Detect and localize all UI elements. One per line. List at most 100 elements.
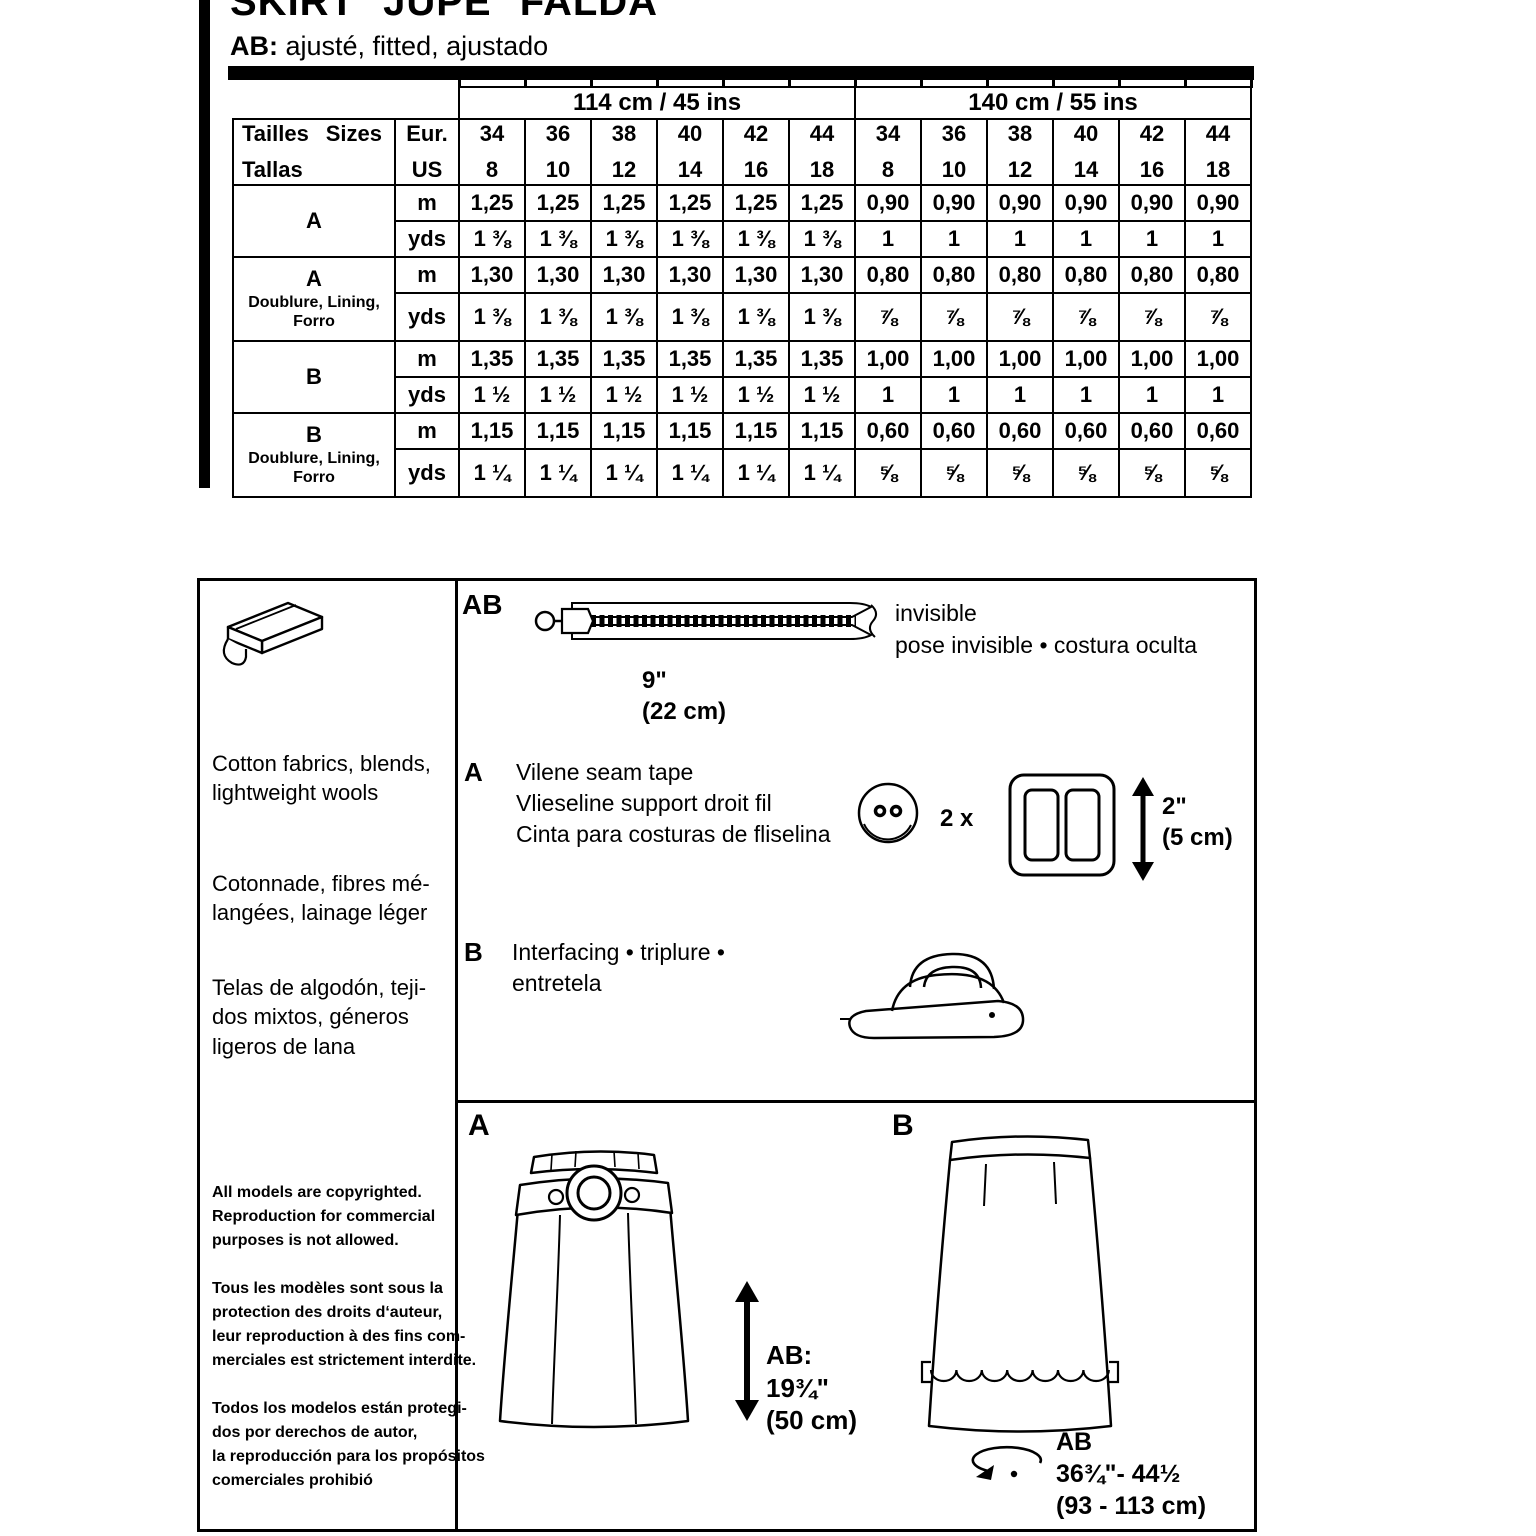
buckle-size-arrow-icon xyxy=(1130,777,1156,881)
yardage-value: 1 ⅜ xyxy=(657,221,723,257)
yardage-value: ⅝ xyxy=(1119,449,1185,497)
us-size: 14 xyxy=(1054,158,1118,182)
size-header-cell: 3610 xyxy=(525,119,591,185)
lining-sublabel: Doublure, Lining, Forro xyxy=(234,450,394,487)
yardage-value: 1 xyxy=(921,221,987,257)
yardage-value: 1 ⅜ xyxy=(723,221,789,257)
us-size: 18 xyxy=(790,158,854,182)
yardage-value: 1 xyxy=(1185,377,1251,413)
size-header-cell: 44 18 xyxy=(789,119,855,185)
tape-view-label: A xyxy=(464,757,483,788)
yardage-value: 1,15 xyxy=(723,413,789,449)
yardage-value: 1,15 xyxy=(591,413,657,449)
yardage-value: 1 xyxy=(1185,221,1251,257)
eur-size: 34 xyxy=(856,122,920,146)
left-black-bar xyxy=(199,0,210,488)
yardage-value: 0,60 xyxy=(1119,413,1185,449)
yardage-value: 1,35 xyxy=(657,341,723,377)
unit-m: m xyxy=(395,413,459,449)
yardage-value: 1 ¼ xyxy=(723,449,789,497)
yardage-value: 1,00 xyxy=(987,341,1053,377)
label-sizes: Sizes xyxy=(326,122,382,146)
eur-size: 40 xyxy=(1054,122,1118,146)
yardage-value: 1,15 xyxy=(525,413,591,449)
buckle-icon xyxy=(1006,771,1118,879)
iron-icon xyxy=(840,943,1032,1048)
yardage-value: 1 xyxy=(1053,221,1119,257)
size-header-cell: 34 8 xyxy=(459,119,525,185)
label-tailles: Tailles xyxy=(242,122,309,146)
yardage-value: 1,30 xyxy=(525,257,591,293)
size-header-cell: 4418 xyxy=(1185,119,1251,185)
unit-m: m xyxy=(395,185,459,221)
yardage-value: ⅞ xyxy=(987,293,1053,341)
eur-size: 44 xyxy=(790,122,854,146)
interfacing-view-label: B xyxy=(464,937,483,968)
eur-size: 42 xyxy=(724,122,788,146)
zipper-type-text: invisible pose invisible • costura ocult… xyxy=(895,597,1197,661)
fabric-note-en: Cotton fabrics, blends, lightweight wool… xyxy=(212,749,454,808)
yardage-value: 1,35 xyxy=(525,341,591,377)
unit-yds: yds xyxy=(395,449,459,497)
yardage-value: ⅞ xyxy=(921,293,987,341)
fabric-width-header: 114 cm / 45 ins xyxy=(459,87,855,119)
yardage-value: 1 ½ xyxy=(789,377,855,413)
eur-size: 40 xyxy=(658,122,722,146)
unit-header: Eur.US xyxy=(395,119,459,185)
seam-tape-text: Vilene seam tape Vlieseline support droi… xyxy=(516,757,831,850)
yardage-value: 1 xyxy=(921,377,987,413)
sizes-label-line1: Tailles Sizes xyxy=(234,122,394,146)
us-size: 16 xyxy=(1120,158,1184,182)
copyright-es: Todos los modelos están protegi- dos por… xyxy=(212,1397,456,1493)
yardage-value: 0,80 xyxy=(921,257,987,293)
yardage-value: 1,25 xyxy=(525,185,591,221)
yardage-value: 1 ⅜ xyxy=(525,293,591,341)
unit-yds: yds xyxy=(395,293,459,341)
us-size: 10 xyxy=(526,158,590,182)
zipper-icon xyxy=(522,593,882,663)
yardage-value: 1 ¼ xyxy=(657,449,723,497)
yardage-value: 0,90 xyxy=(987,185,1053,221)
us-size: 12 xyxy=(592,158,656,182)
unit-m: m xyxy=(395,341,459,377)
eur-size: 34 xyxy=(460,122,524,146)
yardage-value: 1,15 xyxy=(789,413,855,449)
yardage-value: 1 ⅜ xyxy=(789,221,855,257)
page-title: SKIRT JUPE FALDA xyxy=(230,0,658,25)
zipper-view-label: AB xyxy=(462,589,502,621)
table-top-bar xyxy=(228,66,1254,80)
yardage-value: 0,60 xyxy=(1053,413,1119,449)
yardage-value: 0,90 xyxy=(1053,185,1119,221)
view-letter: B xyxy=(234,365,394,389)
interfacing-text: Interfacing • triplure • entretela xyxy=(512,937,725,999)
us-size: 8 xyxy=(460,158,524,182)
yardage-value: 1,30 xyxy=(591,257,657,293)
yardage-value: ⅞ xyxy=(1053,293,1119,341)
yardage-value: 1 ⅜ xyxy=(657,293,723,341)
yardage-value: 1 xyxy=(1119,377,1185,413)
yardage-value: 0,90 xyxy=(1185,185,1251,221)
yardage-value: 1 ⅜ xyxy=(459,293,525,341)
us-size: 16 xyxy=(724,158,788,182)
yardage-value: ⅞ xyxy=(855,293,921,341)
yardage-value: 1 ½ xyxy=(525,377,591,413)
yardage-value: ⅞ xyxy=(1119,293,1185,341)
yardage-value: 1,00 xyxy=(1119,341,1185,377)
yardage-value: 1 ¼ xyxy=(459,449,525,497)
yardage-value: 1,25 xyxy=(789,185,855,221)
yardage-value: 1,35 xyxy=(459,341,525,377)
eur-size: 44 xyxy=(1186,122,1250,146)
us-size: 10 xyxy=(922,158,986,182)
skirt-b-drawing xyxy=(900,1126,1140,1446)
subtitle-views: AB: xyxy=(230,31,278,61)
yardage-value: 1,30 xyxy=(657,257,723,293)
yardage-value: 1,00 xyxy=(1185,341,1251,377)
yardage-value: 0,80 xyxy=(1053,257,1119,293)
us-size: 14 xyxy=(658,158,722,182)
label-tallas: Tallas xyxy=(234,158,394,182)
fabric-bolt-icon xyxy=(210,593,335,689)
yardage-value: 1 xyxy=(987,377,1053,413)
yardage-value: 0,80 xyxy=(987,257,1053,293)
eur-size: 38 xyxy=(988,122,1052,146)
table-corner xyxy=(233,87,459,119)
